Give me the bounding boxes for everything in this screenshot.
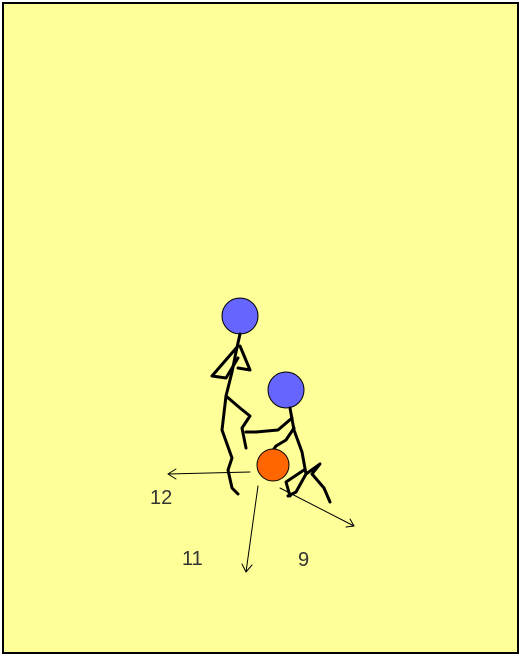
pass-lines	[167, 468, 355, 573]
pass-line-left	[167, 468, 251, 480]
player-ball-handler-head	[267, 371, 305, 409]
pass-label-12: 12	[150, 487, 172, 509]
pass-line-down	[241, 485, 259, 573]
pass-line-down-right	[279, 487, 355, 528]
basketball-icon	[256, 448, 290, 482]
pass-label-9: 9	[298, 549, 309, 571]
pass-label-11: 11	[182, 548, 203, 570]
player-defender	[210, 297, 259, 496]
player-defender-head	[221, 297, 259, 335]
player-ball-handler	[244, 371, 332, 504]
